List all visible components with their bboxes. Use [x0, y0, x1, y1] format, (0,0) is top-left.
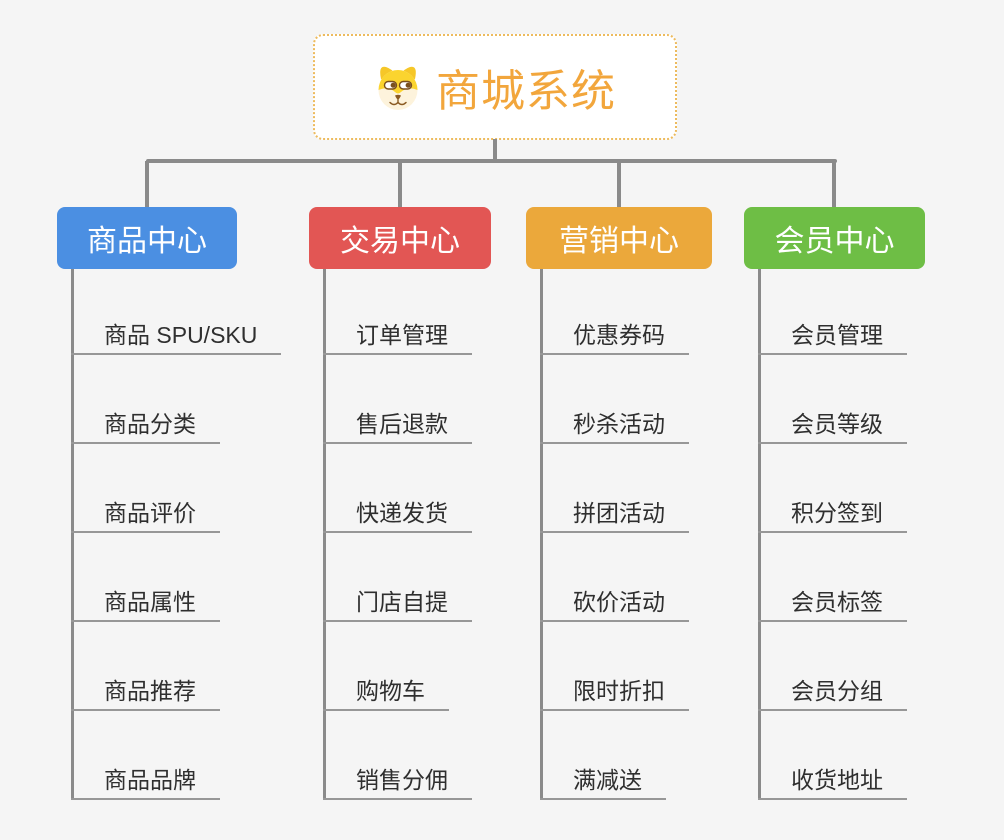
dog-face-icon	[374, 62, 422, 112]
branch-group-product: 商品中心 商品 SPU/SKU 商品分类商品评价商品属性商品推荐商品品牌	[57, 207, 337, 800]
leaf-topic[interactable]: 商品品牌	[71, 766, 220, 800]
branch-trunk	[71, 269, 74, 800]
leaf-topic[interactable]: 购物车	[323, 677, 449, 711]
leaf-topic[interactable]: 会员分组	[758, 677, 907, 711]
leaf-topic[interactable]: 商品属性	[71, 588, 220, 622]
branch-trunk	[540, 269, 543, 800]
branch-topic-product[interactable]: 商品中心	[57, 207, 237, 269]
leaf-topic[interactable]: 满减送	[540, 766, 666, 800]
connector-drop-2	[398, 161, 402, 207]
leaf-topic[interactable]: 售后退款	[323, 410, 472, 444]
leaf-topic[interactable]: 会员等级	[758, 410, 907, 444]
leaf-topic[interactable]: 会员管理	[758, 321, 907, 355]
root-topic[interactable]: 商城系统	[313, 34, 677, 140]
connector-drop-3	[617, 161, 621, 207]
leaf-topic[interactable]: 销售分佣	[323, 766, 472, 800]
branch-topic-trade[interactable]: 交易中心	[309, 207, 491, 269]
leaf-topic[interactable]: 收货地址	[758, 766, 907, 800]
connector-horizontal	[146, 159, 837, 163]
branch-topic-marketing[interactable]: 营销中心	[526, 207, 712, 269]
leaf-topic[interactable]: 优惠券码	[540, 321, 689, 355]
branch-trunk	[323, 269, 326, 800]
leaf-topic[interactable]: 商品 SPU/SKU	[71, 321, 282, 355]
branch-topic-member[interactable]: 会员中心	[744, 207, 925, 269]
leaf-topic[interactable]: 砍价活动	[540, 588, 689, 622]
leaf-topic[interactable]: 商品评价	[71, 499, 220, 533]
leaf-topic[interactable]: 商品推荐	[71, 677, 220, 711]
leaf-topic[interactable]: 积分签到	[758, 499, 907, 533]
leaf-topic[interactable]: 会员标签	[758, 588, 907, 622]
branch-group-marketing: 营销中心 优惠券码秒杀活动拼团活动砍价活动限时折扣满减送	[526, 207, 806, 800]
connector-drop-1	[145, 161, 149, 207]
connector-root-stub	[493, 139, 497, 162]
leaf-topic[interactable]: 限时折扣	[540, 677, 689, 711]
branch-topic-label: 商品中心	[87, 225, 207, 258]
branch-topic-label: 交易中心	[340, 225, 460, 258]
leaf-topic[interactable]: 商品分类	[71, 410, 220, 444]
leaf-topic[interactable]: 快递发货	[323, 499, 472, 533]
leaf-topic[interactable]: 秒杀活动	[540, 410, 689, 444]
branch-group-trade: 交易中心 订单管理售后退款快递发货门店自提购物车销售分佣	[309, 207, 589, 800]
branch-topic-label: 会员中心	[774, 225, 895, 258]
leaf-topic[interactable]: 拼团活动	[540, 499, 689, 533]
connector-drop-4	[832, 161, 836, 207]
branch-group-member: 会员中心 会员管理会员等级积分签到会员标签会员分组收货地址	[744, 207, 1004, 800]
root-topic-label: 商城系统	[436, 67, 616, 116]
leaf-topic[interactable]: 订单管理	[323, 321, 472, 355]
leaf-topic[interactable]: 门店自提	[323, 588, 472, 622]
branch-trunk	[758, 269, 761, 800]
branch-topic-label: 营销中心	[559, 225, 679, 258]
